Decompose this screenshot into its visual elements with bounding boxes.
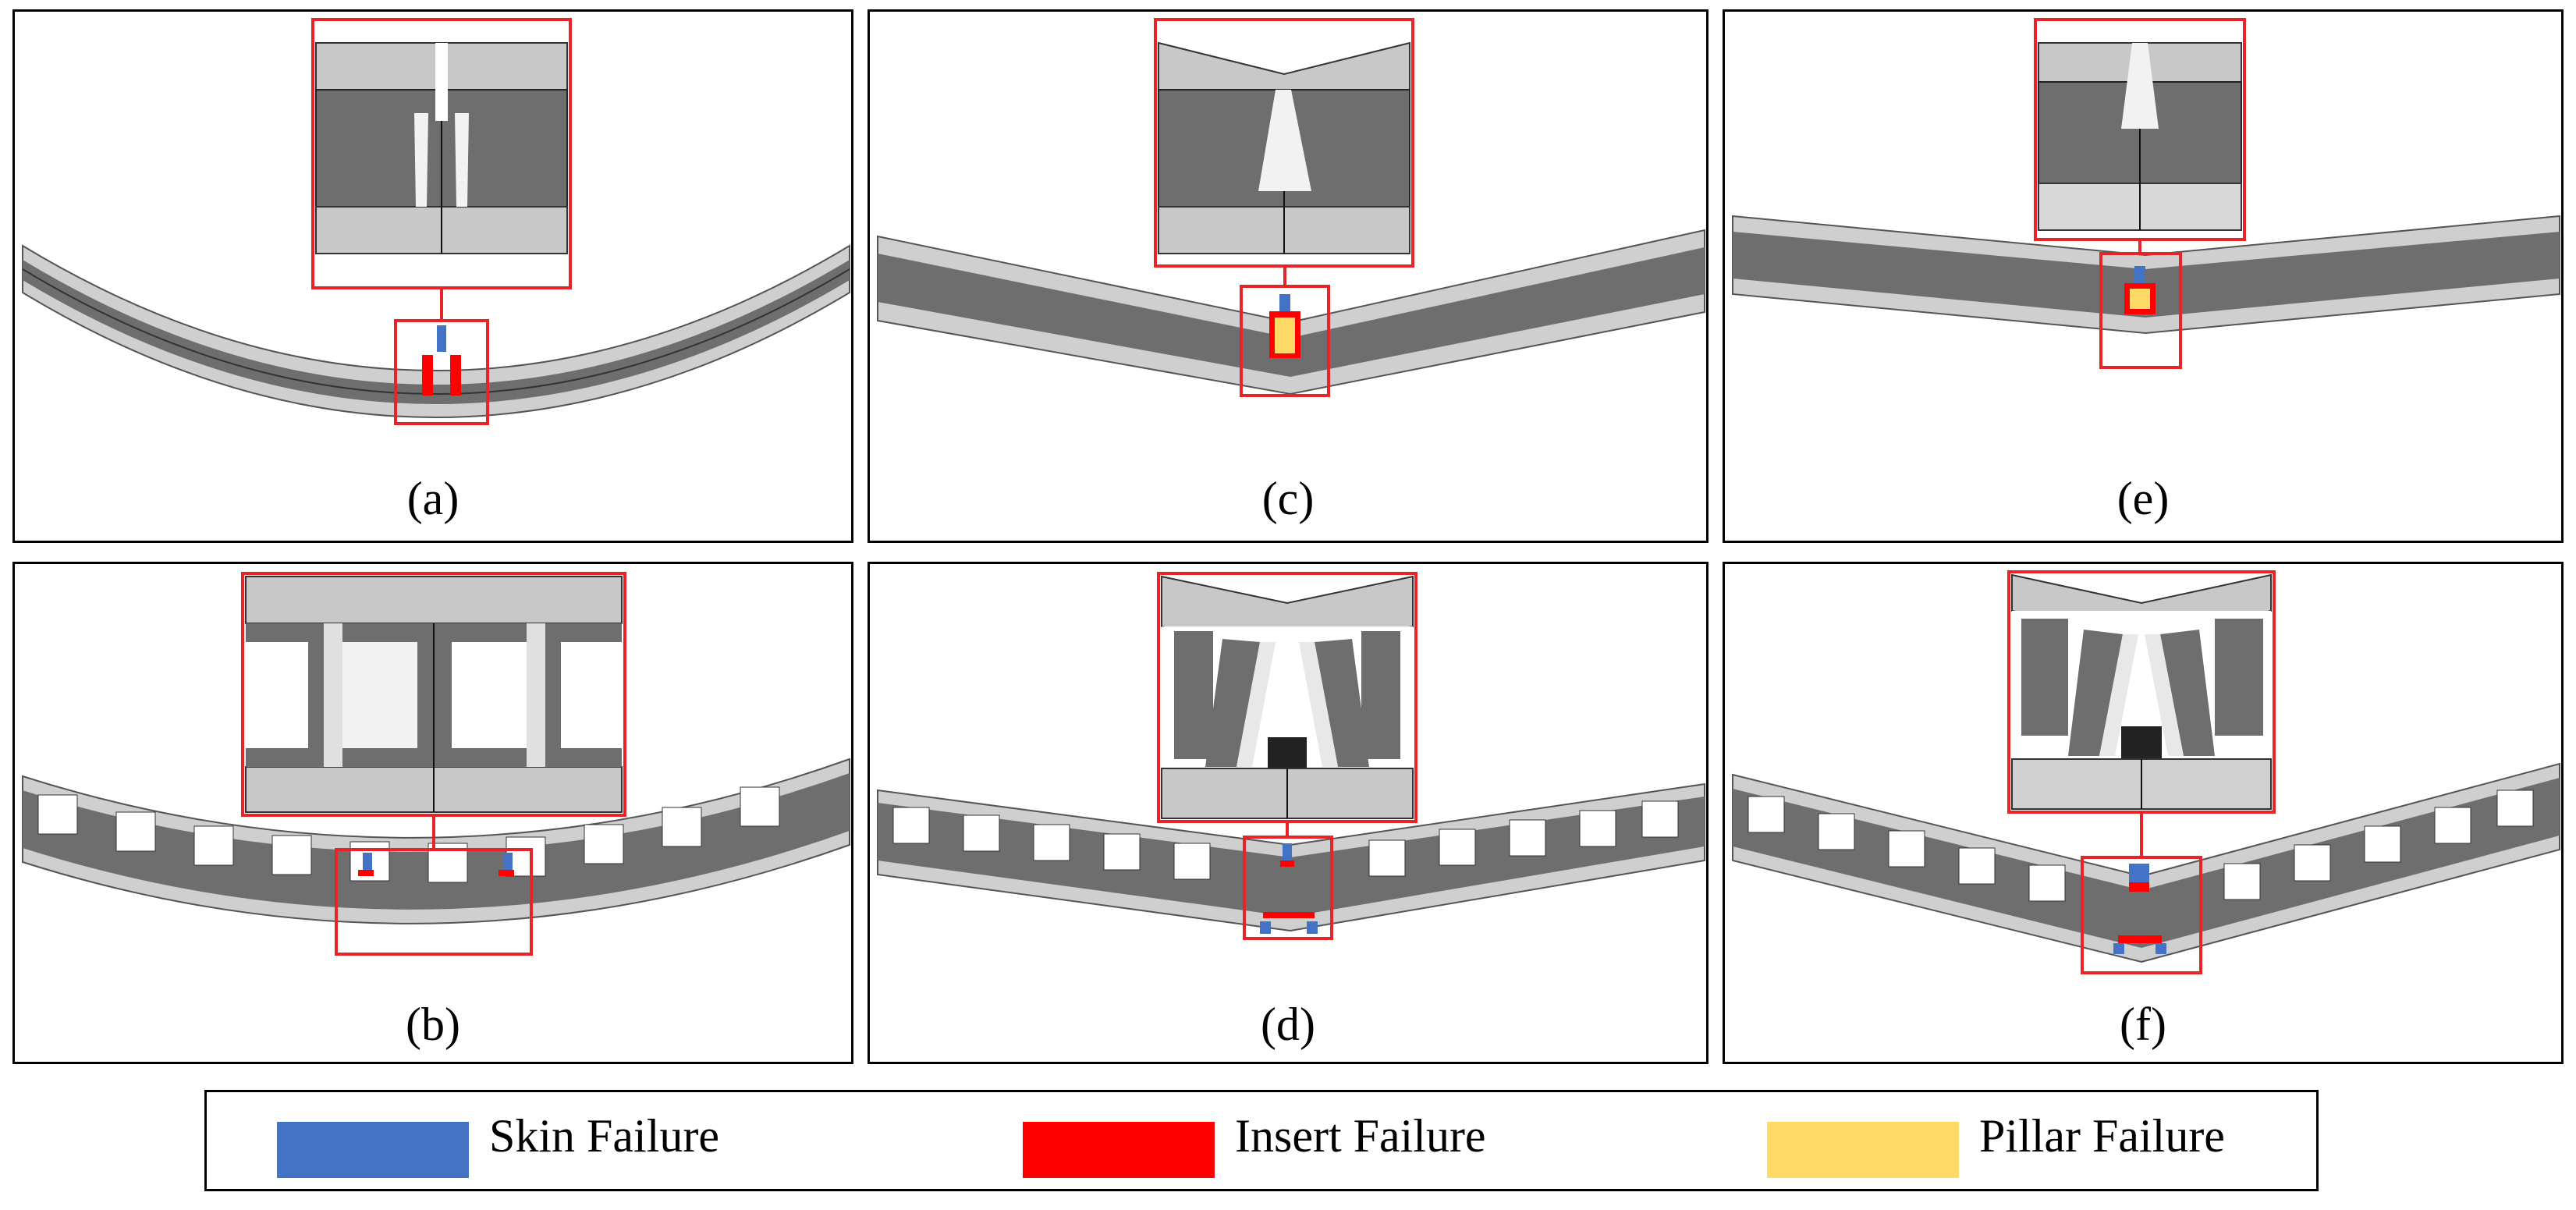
panel-f-drawing <box>1732 570 2560 974</box>
panel-caption: (f) <box>2120 999 2166 1050</box>
panel-caption: (b) <box>406 999 460 1050</box>
skin-failure-mark <box>437 325 446 352</box>
zoom-inset <box>1157 572 1418 823</box>
zoom-inset <box>311 18 572 289</box>
zoom-inset <box>2034 18 2246 241</box>
skin-failure-mark <box>2156 943 2166 954</box>
legend-swatch-pillar <box>1767 1122 1959 1178</box>
skin-failure-mark <box>1279 294 1290 311</box>
skin-failure-mark <box>1260 921 1271 934</box>
pillar-failure-mark <box>2130 289 2150 309</box>
insert-failure-mark <box>2129 882 2149 892</box>
skin-failure-mark <box>1283 843 1292 860</box>
skin-failure-mark <box>503 853 513 870</box>
beam-core <box>1733 232 2560 318</box>
legend-swatch-skin <box>277 1122 469 1178</box>
skin-failure-mark <box>363 853 372 870</box>
panel-e-drawing <box>1732 18 2560 369</box>
lattice-cells <box>1747 790 2534 902</box>
panel-b: (b) <box>12 562 853 1064</box>
panel-caption: (a) <box>406 473 459 524</box>
beam-lattice <box>878 797 1705 917</box>
panel-c: (c) <box>868 9 1708 543</box>
insert-failure-mark <box>358 870 374 876</box>
skin-failure-mark <box>2113 943 2124 954</box>
beam-core <box>23 260 850 404</box>
zoom-inset <box>1154 18 1414 268</box>
zoom-inset <box>241 572 626 817</box>
pillar-failure-mark <box>1275 318 1295 353</box>
panel-f: (f) <box>1723 562 2564 1064</box>
legend-swatch-insert <box>1023 1122 1215 1178</box>
panel-e: (e) <box>1723 9 2564 543</box>
zoom-inset <box>2007 570 2276 814</box>
insert-failure-mark <box>1280 860 1294 867</box>
insert-failure-mark <box>2118 935 2162 943</box>
insert-failure-mark <box>499 870 514 876</box>
panel-c-drawing <box>877 18 1705 397</box>
legend-label: Skin Failure <box>489 1110 719 1162</box>
insert-failure-mark <box>422 355 433 396</box>
legend-label: Insert Failure <box>1235 1110 1486 1162</box>
panel-d: (d) <box>868 562 1708 1064</box>
insert-failure-mark <box>1263 912 1315 918</box>
legend-label: Pillar Failure <box>1979 1110 2225 1162</box>
lattice-cells <box>892 800 1679 880</box>
skin-failure-mark <box>2129 864 2149 882</box>
beam-lattice <box>23 773 850 910</box>
legend: Skin Failure Insert Failure Pillar Failu… <box>204 1090 2319 1191</box>
skin-failure-mark <box>1307 921 1318 934</box>
skin-failure-mark <box>2134 266 2145 283</box>
beam-shell <box>22 244 850 418</box>
panel-a-drawing <box>22 18 850 425</box>
lattice-cells <box>37 786 780 883</box>
panel-caption: (e) <box>2117 473 2170 524</box>
panel-a: (a) <box>12 9 853 543</box>
panel-caption: (c) <box>1261 473 1315 524</box>
insert-failure-mark <box>450 355 461 396</box>
panel-d-drawing <box>877 572 1705 940</box>
panel-b-drawing <box>22 572 850 956</box>
panel-caption: (d) <box>1261 999 1315 1050</box>
